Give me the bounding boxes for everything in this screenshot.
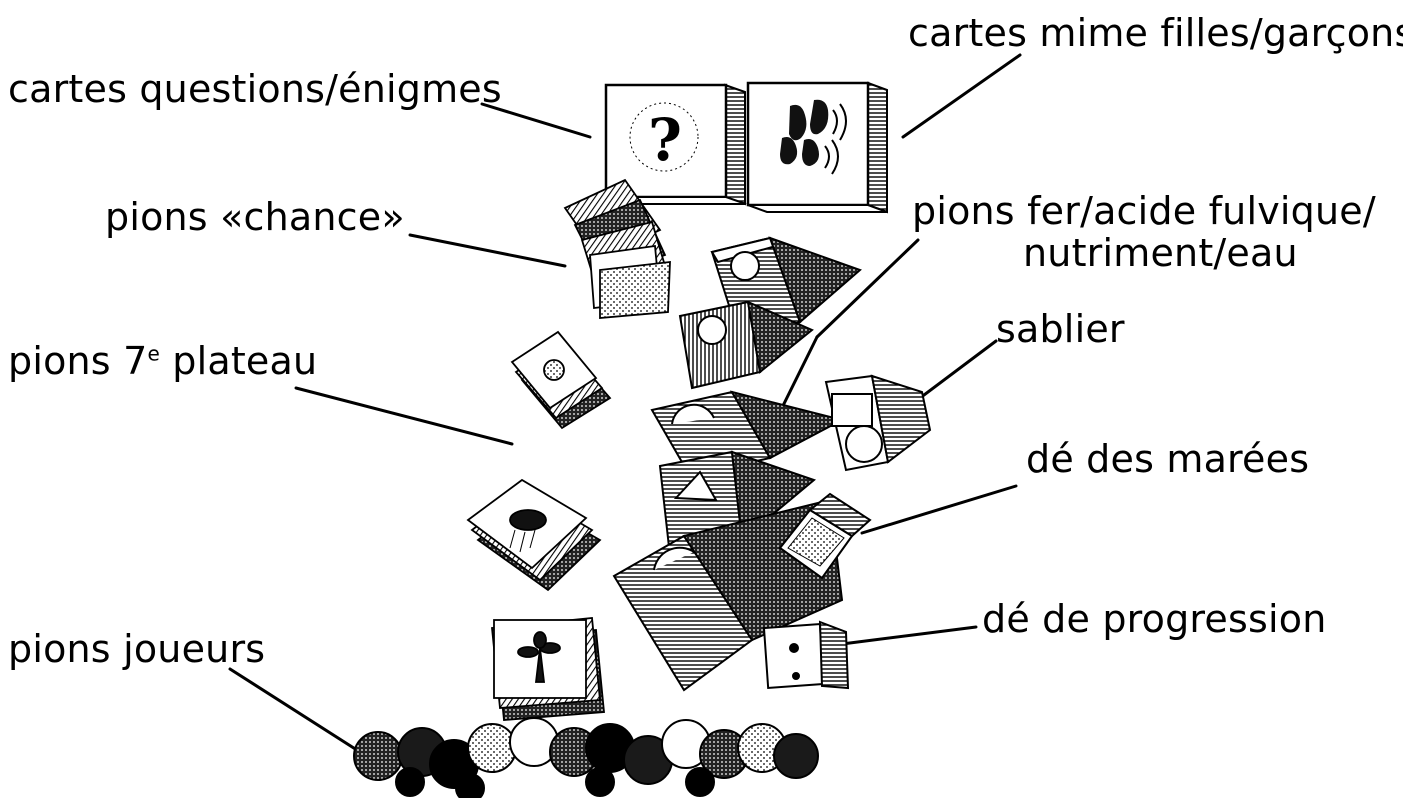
- leader-cartes-questions: [480, 102, 592, 139]
- label-pions-7e-prefix: pions 7: [8, 339, 148, 383]
- label-pions-7e-sup: e: [147, 341, 160, 366]
- leader-de-progression: [840, 625, 978, 646]
- question-cards-deck: ?: [604, 83, 747, 206]
- label-pions-7e-suffix: plateau: [159, 339, 318, 383]
- label-cartes-questions: cartes questions/énigmes: [8, 67, 502, 111]
- question-mark-icon: ?: [648, 106, 682, 174]
- label-de-progression: dé de progression: [982, 597, 1327, 641]
- leader-cartes-mime: [901, 53, 1022, 139]
- label-pions-fer-line2: nutriment/eau: [1023, 231, 1298, 275]
- label-pions-7e: pions 7e plateau: [8, 342, 317, 380]
- leader-de-marees: [860, 484, 1018, 535]
- leader-lines: [228, 53, 1022, 754]
- label-pions-chance: pions «chance»: [105, 195, 405, 239]
- hourglass: [824, 374, 932, 472]
- label-de-marees: dé des marées: [1026, 437, 1310, 481]
- mime-figures-icon: [780, 99, 829, 166]
- label-sablier: sablier: [996, 307, 1125, 351]
- player-pawns: [353, 717, 819, 798]
- leader-pions-fer: [815, 238, 920, 339]
- tide-die: [778, 492, 872, 580]
- weather-pawns: [466, 478, 602, 592]
- label-pions-fer-line1: pions fer/acide fulvique/: [912, 189, 1376, 233]
- leader-pions-7e: [294, 386, 514, 446]
- mime-cards-deck: [746, 81, 888, 214]
- plant-pawns: [491, 617, 605, 721]
- progression-die: [762, 620, 850, 690]
- leader-pions-chance: [408, 233, 567, 268]
- chance-pawns: [563, 178, 671, 319]
- label-pions-joueurs: pions joueurs: [8, 627, 266, 671]
- label-cartes-mime: cartes mime filles/garçons: [908, 11, 1403, 55]
- leader-pions-joueurs: [228, 667, 362, 754]
- plant-icon: [517, 631, 561, 683]
- seventh-board-pawns: [510, 330, 612, 430]
